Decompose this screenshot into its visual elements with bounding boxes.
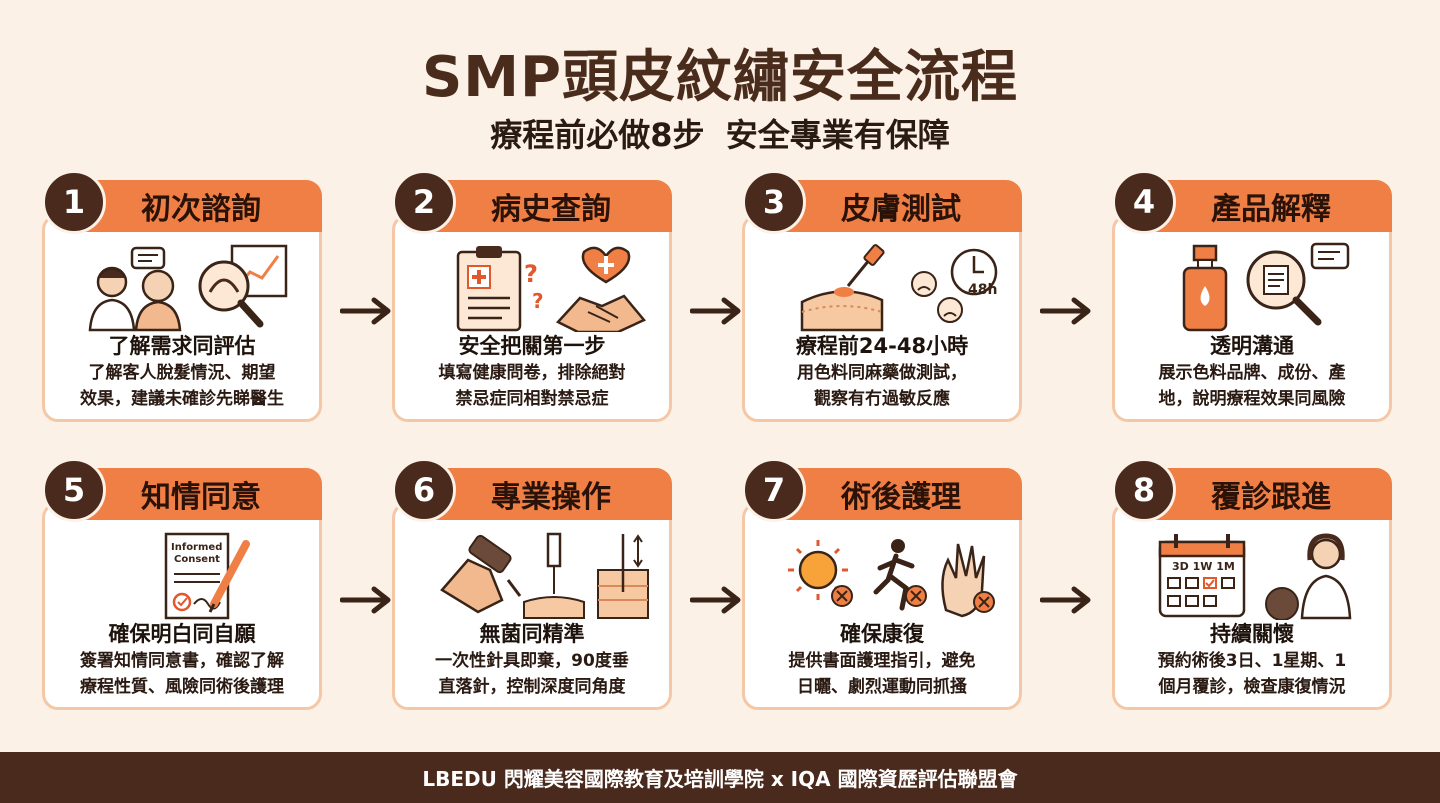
consent-label: Informed [171,542,222,553]
step-header: 初次諮詢 [62,180,322,232]
follow-up-illustration-icon: 3D 1W 1M [1158,533,1352,620]
desc-line: 療程性質、風險同術後護理 [80,677,284,697]
consent-label: Consent [174,554,220,565]
step-card-5: 知情同意 5 Informed Consent 確保明白同自願 簽署知情同意書，… [42,458,322,710]
professional-operation-illustration-icon [440,532,649,619]
desc-line: 簽署知情同意書，確認了解 [80,651,284,671]
desc-line: 日曬、劇烈運動同抓搔 [797,677,967,697]
step-subtitle: 確保明白同自願 [108,622,256,646]
step-subtitle: 無菌同精準 [479,622,585,646]
svg-text:?: ? [532,289,544,313]
step-number: 5 [42,458,106,522]
page-subtitle: 療程前必做8步 安全專業有保障 [490,116,950,154]
step-number: 7 [742,458,806,522]
desc-line: 個月覆診，檢查康復情況 [1158,677,1346,697]
step-description: 一次性針具即棄，90度垂 直落針，控制深度同角度 [404,648,660,700]
step-card-6: 專業操作 6 無菌同精準 一次性針具即棄，90度垂 直落針，控制深度同角度 [392,458,672,710]
desc-line: 效果，建議未確診先睇醫生 [80,389,284,409]
step-card-7: 術後護理 7 確保康復 提供書面護理指引，避免 日曬、劇烈運動同抓搔 [742,458,1022,710]
footer-text: LBEDU 閃耀美容國際教育及培訓學院 x IQA 國際資歷評估聯盟會 [422,767,1018,791]
desc-line: 用色料同麻藥做測試， [797,363,967,383]
step-title: 術後護理 [841,480,961,515]
arrow-right-icon [690,586,741,614]
skin-test-illustration-icon: 48h [800,244,997,332]
desc-line: 提供書面護理指引，避免 [788,651,976,671]
desc-line: 了解客人脫髮情況、期望 [88,363,276,383]
step-number: 3 [742,170,806,234]
step-card-1: 初次諮詢 1 了解需求同評估 了解客人脫髮情況、期望 效果，建議未確診先睇醫生 [42,170,322,422]
product-explanation-illustration-icon [1182,242,1350,332]
step-number: 4 [1112,170,1176,234]
step-title: 知情同意 [141,480,261,515]
step-title: 初次諮詢 [141,192,261,227]
aftercare-illustration-icon [788,539,995,618]
medical-history-illustration-icon: ? ? [456,246,647,332]
step-subtitle: 透明溝通 [1210,334,1294,358]
step-description: 展示色料品牌、成份、產 地，說明療程效果同風險 [1124,360,1380,412]
step-title: 專業操作 [491,480,611,515]
desc-line: 直落針，控制深度同角度 [438,677,626,697]
step-card-3: 皮膚測試 3 48h 療程前24-48小時 用色料同麻藥做測試， 觀察有冇過敏反… [742,170,1022,422]
desc-line: 展示色料品牌、成份、產 [1158,363,1346,383]
step-title: 皮膚測試 [841,192,961,227]
desc-line: 禁忌症同相對禁忌症 [455,389,609,409]
arrow-right-icon [340,586,391,614]
arrow-right-icon [1040,586,1091,614]
step-subtitle: 確保康復 [840,622,924,646]
step-description: 提供書面護理指引，避免 日曬、劇烈運動同抓搔 [754,648,1010,700]
page-title: SMP頭皮紋繡安全流程 [421,45,1019,110]
step-title: 產品解釋 [1211,192,1331,227]
clock-label: 48h [968,282,997,298]
desc-line: 地，說明療程效果同風險 [1158,389,1346,409]
step-description: 預約術後3日、1星期、1 個月覆診，檢查康復情況 [1124,648,1380,700]
step-number: 1 [42,170,106,234]
step-number: 6 [392,458,456,522]
svg-text:?: ? [524,260,538,288]
arrow-right-icon [340,297,391,325]
step-description: 用色料同麻藥做測試， 觀察有冇過敏反應 [754,360,1010,412]
step-number: 2 [392,170,456,234]
informed-consent-illustration-icon: Informed Consent [164,532,250,620]
step-description: 了解客人脫髮情況、期望 效果，建議未確診先睇醫生 [54,360,310,412]
consultation-illustration-icon [88,244,288,332]
footer-bar: LBEDU 閃耀美容國際教育及培訓學院 x IQA 國際資歷評估聯盟會 [0,752,1440,803]
step-number: 8 [1112,458,1176,522]
step-card-4: 產品解釋 4 透明溝通 展示色料品牌、成份、產 地，說明療程效果同風險 [1112,170,1392,422]
arrow-right-icon [690,297,741,325]
desc-line: 填寫健康問卷，排除絕對 [438,363,626,383]
step-subtitle: 了解需求同評估 [108,334,256,358]
desc-line: 一次性針具即棄，90度垂 [435,651,629,671]
step-subtitle: 安全把關第一步 [458,334,606,358]
step-card-2: 病史查詢 2 ? ? 安全把關第一步 填寫健康問卷，排除絕對 禁忌症同相對禁忌症 [392,170,672,422]
desc-line: 觀察有冇過敏反應 [814,389,950,409]
step-title: 覆診跟進 [1211,480,1331,515]
step-title: 病史查詢 [491,192,611,227]
step-subtitle: 療程前24-48小時 [795,334,969,358]
arrow-right-icon [1040,297,1091,325]
step-card-8: 覆診跟進 8 3D 1W 1M 持續關懷 預約術後3日、1星期、1 個月覆診，檢… [1112,458,1392,710]
step-subtitle: 持續關懷 [1210,622,1294,646]
step-description: 填寫健康問卷，排除絕對 禁忌症同相對禁忌症 [404,360,660,412]
desc-line: 預約術後3日、1星期、1 [1157,651,1347,671]
calendar-label: 3D 1W 1M [1172,560,1235,573]
step-description: 簽署知情同意書，確認了解 療程性質、風險同術後護理 [54,648,310,700]
